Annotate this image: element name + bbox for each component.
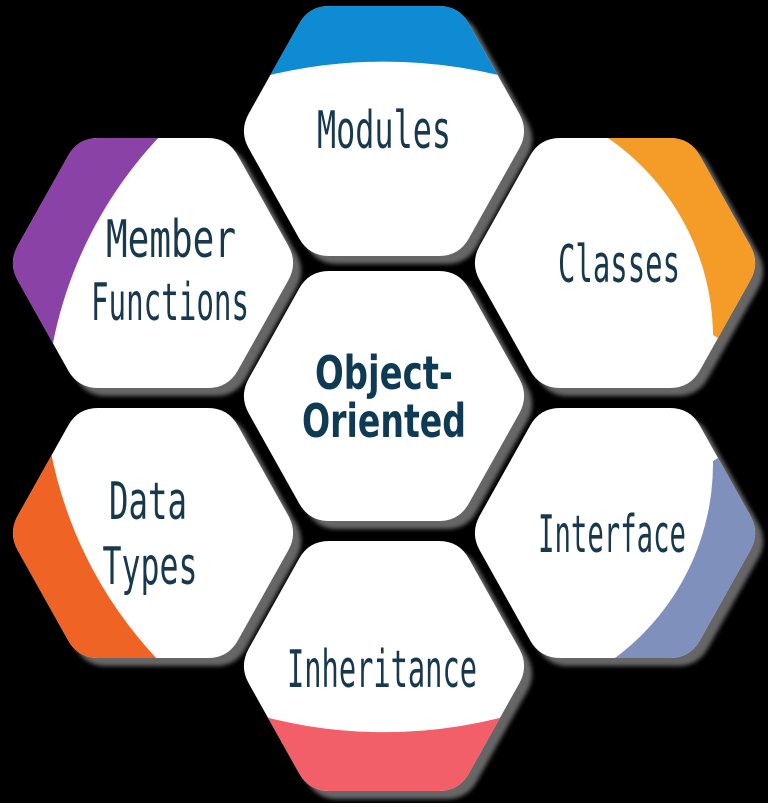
modules-accent-shape <box>243 6 525 85</box>
interface-label: Interface <box>538 505 686 565</box>
inheritance-accent-shape <box>243 708 525 791</box>
classes-label: Classes <box>558 235 680 295</box>
hexagon-modules: Modules <box>243 6 525 256</box>
hexagon-object-oriented: Object- Oriented <box>243 271 525 521</box>
data-types-label-line1: Data <box>109 472 187 532</box>
hexagon-inheritance: Inheritance <box>243 541 525 791</box>
object-oriented-label-line2: Oriented <box>302 394 466 448</box>
object-oriented-label-line1: Object- <box>315 346 453 400</box>
data-types-label-line2: Types <box>103 537 198 597</box>
member-functions-label-line1: Member <box>106 210 236 270</box>
member-functions-label-line2: Functions <box>91 273 249 333</box>
inheritance-label: Inheritance <box>287 640 477 700</box>
modules-label: Modules <box>317 101 451 161</box>
